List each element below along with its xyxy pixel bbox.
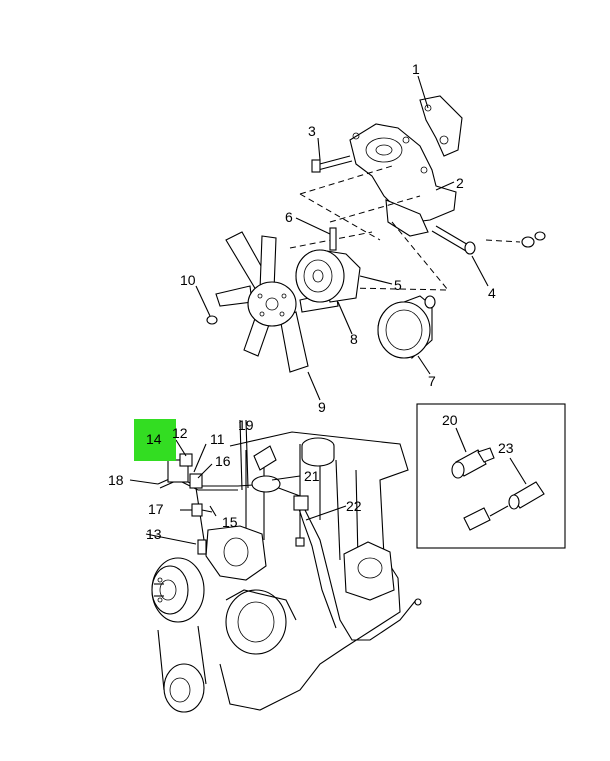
fan-drawing [206,227,436,373]
callout-8[interactable]: 8 [350,331,358,347]
callout-22[interactable]: 22 [346,498,362,514]
callout-17[interactable]: 17 [148,501,164,517]
callout-1[interactable]: 1 [412,61,420,77]
callout-13[interactable]: 13 [146,526,162,542]
callout-7[interactable]: 7 [428,373,436,389]
callout-23[interactable]: 23 [498,440,514,456]
callout-14[interactable]: 14 [146,431,162,447]
callout-19[interactable]: 19 [238,417,254,433]
callout-20[interactable]: 20 [442,412,458,428]
callout-15[interactable]: 15 [222,514,238,530]
callout-4[interactable]: 4 [488,285,496,301]
engine-drawing [151,419,422,713]
callout-12[interactable]: 12 [172,425,188,441]
callout-2[interactable]: 2 [456,175,464,191]
callout-21[interactable]: 21 [304,468,320,484]
callout-14-highlight[interactable] [134,419,176,461]
callout-9[interactable]: 9 [318,399,326,415]
pump-bracket-drawing [289,95,546,291]
callout-3[interactable]: 3 [308,123,316,139]
callout-10[interactable]: 10 [180,272,196,288]
sensor-inset [416,403,566,549]
callout-16[interactable]: 16 [215,453,231,469]
callouts: 1 2 3 4 5 6 7 8 9 10 11 12 13 14 15 16 1… [108,61,514,542]
callout-5[interactable]: 5 [394,277,402,293]
callout-6[interactable]: 6 [285,209,293,225]
callout-18[interactable]: 18 [108,472,124,488]
callout-11[interactable]: 11 [210,431,225,447]
leader-lines [129,75,527,545]
